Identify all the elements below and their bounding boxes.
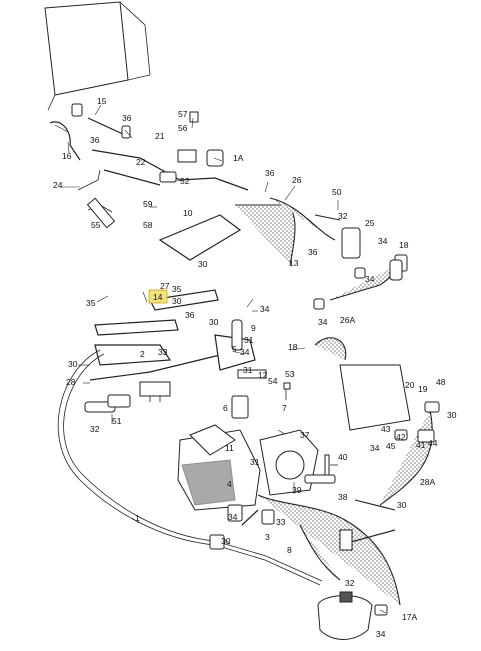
callout-label-34: 34 xyxy=(365,274,375,284)
callout-label-53: 53 xyxy=(285,369,295,379)
callout-label-31: 31 xyxy=(243,365,253,375)
long-hose-1 xyxy=(57,349,323,586)
callout-label-45: 45 xyxy=(386,441,396,451)
callout-label-33: 33 xyxy=(276,517,286,527)
callout-label-31: 31 xyxy=(250,457,260,467)
callout-label-36: 36 xyxy=(185,310,195,320)
callout-label-22: 22 xyxy=(136,157,146,167)
callout-label-36: 36 xyxy=(265,168,275,178)
callout-label-51: 51 xyxy=(112,416,122,426)
small-parts xyxy=(84,197,440,616)
callout-label-7: 7 xyxy=(282,403,287,413)
callout-label-1A: 1A xyxy=(233,153,244,163)
callout-label-56: 56 xyxy=(178,123,188,133)
callout-label-58: 58 xyxy=(143,220,153,230)
callout-label-44: 44 xyxy=(428,438,438,448)
callout-label-5: 5 xyxy=(232,344,237,354)
callout-label-27: 27 xyxy=(160,281,170,291)
callout-label-39: 39 xyxy=(292,485,302,495)
callout-label-34: 34 xyxy=(370,443,380,453)
callout-label-38: 38 xyxy=(338,492,348,502)
callout-label-2: 2 xyxy=(140,349,145,359)
callout-label-36: 36 xyxy=(90,135,100,145)
callout-label-31: 31 xyxy=(244,335,254,345)
callout-label-30: 30 xyxy=(221,536,231,546)
callout-label-30: 30 xyxy=(447,410,457,420)
callout-label-19: 19 xyxy=(418,384,428,394)
callout-label-32: 32 xyxy=(345,578,355,588)
callout-label-55: 55 xyxy=(91,220,101,230)
callout-label-18: 18 xyxy=(399,240,409,250)
callout-label-34: 34 xyxy=(240,347,250,357)
callout-label-26A: 26A xyxy=(340,315,355,325)
callout-label-42: 42 xyxy=(396,432,406,442)
callout-label-28A: 28A xyxy=(420,477,435,487)
callout-label-48: 48 xyxy=(436,377,446,387)
callout-label-26: 26 xyxy=(292,175,302,185)
callout-label-10: 10 xyxy=(183,208,193,218)
central-pipes xyxy=(89,214,256,381)
callout-label-30: 30 xyxy=(68,359,78,369)
radiator xyxy=(44,1,151,111)
callout-label-30: 30 xyxy=(209,317,219,327)
callout-label-18: 18 xyxy=(288,342,298,352)
callout-label-8: 8 xyxy=(287,545,292,555)
callout-label-40: 40 xyxy=(338,452,348,462)
callout-label-30: 30 xyxy=(397,500,407,510)
callout-label-20: 20 xyxy=(405,380,415,390)
callout-label-6: 6 xyxy=(223,403,228,413)
callout-label-30: 30 xyxy=(198,259,208,269)
callout-label-34: 34 xyxy=(376,629,386,639)
callout-label-9: 9 xyxy=(251,323,256,333)
callout-label-15: 15 xyxy=(97,96,107,106)
callout-label-24: 24 xyxy=(53,180,63,190)
callout-label-25: 25 xyxy=(365,218,375,228)
callout-label-36: 36 xyxy=(308,247,318,257)
lower-hoses xyxy=(241,494,401,606)
highlight-box xyxy=(148,289,168,304)
callout-label-11: 11 xyxy=(225,443,234,453)
callout-label-4: 4 xyxy=(227,479,232,489)
callout-label-52: 52 xyxy=(180,176,190,186)
callout-label-50: 50 xyxy=(332,187,342,197)
callout-label-28: 28 xyxy=(66,377,76,387)
callout-label-57: 57 xyxy=(178,109,188,119)
callout-label-36: 36 xyxy=(122,113,132,123)
callout-label-21: 21 xyxy=(155,131,165,141)
callout-label-16: 16 xyxy=(62,151,72,161)
leader-lines xyxy=(54,104,387,614)
callout-label-17A: 17A xyxy=(402,612,417,622)
callout-label-12: 12 xyxy=(258,370,268,380)
callout-label-54: 54 xyxy=(268,376,278,386)
callout-label-32: 32 xyxy=(338,211,348,221)
callout-label-43: 43 xyxy=(381,424,391,434)
callout-label-41: 41 xyxy=(416,440,426,450)
callout-label-1: 1 xyxy=(135,513,140,523)
callout-label-30: 30 xyxy=(172,296,182,306)
callout-label-37: 37 xyxy=(300,430,310,440)
callout-label-35: 35 xyxy=(172,284,182,294)
callout-label-13: 13 xyxy=(289,258,299,268)
expansion-tank xyxy=(317,591,373,640)
callout-label-59: 59 xyxy=(143,199,153,209)
callout-label-32: 32 xyxy=(90,424,100,434)
upper-right-hoses xyxy=(235,197,408,361)
callout-label-3: 3 xyxy=(265,532,270,542)
callout-label-34: 34 xyxy=(260,304,270,314)
callout-label-34: 34 xyxy=(378,236,388,246)
engine-block xyxy=(177,424,319,511)
callout-label-14: 14 xyxy=(153,292,163,302)
callout-label-34: 34 xyxy=(228,512,238,522)
upper-hoses xyxy=(49,103,249,213)
callout-label-33: 33 xyxy=(158,347,168,357)
callout-label-35: 35 xyxy=(86,298,96,308)
callout-label-34: 34 xyxy=(318,317,328,327)
